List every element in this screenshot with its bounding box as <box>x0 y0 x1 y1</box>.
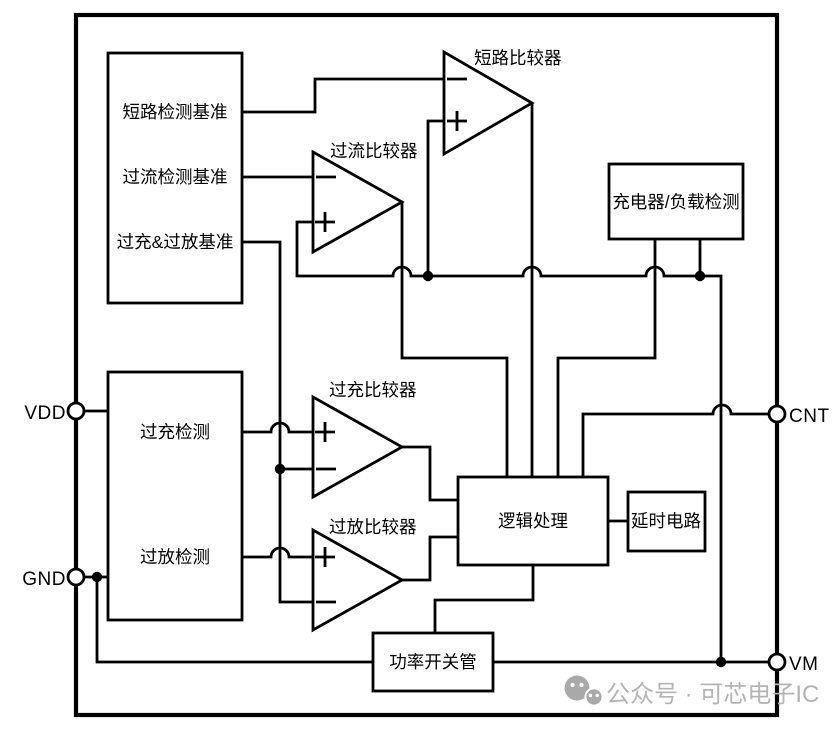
wechat-eye <box>579 682 584 688</box>
overcharge-comparator-label: 过充比较器 <box>329 380 417 400</box>
overcurrent-comparator-symbol <box>311 149 405 255</box>
reference-short-circuit-label: 短路检测基准 <box>123 102 228 122</box>
gnd-pin <box>66 567 86 587</box>
wechat-bubble-small <box>584 687 604 707</box>
overcurrent-comparator-label: 过流比较器 <box>330 141 418 161</box>
plus-input-symbol <box>315 422 335 442</box>
reference-block-box <box>106 51 244 305</box>
wire-gnd-to-power-switch <box>95 577 373 664</box>
wire-chargedetect-to-plus <box>242 421 313 434</box>
plus-input-symbol <box>315 547 335 567</box>
detection-block: 过充检测 过放检测 <box>106 370 244 622</box>
gnd-pin-label: GND <box>22 569 66 590</box>
junction-bus-charger <box>694 270 706 282</box>
delay-label: 延时电路 <box>631 511 701 531</box>
junction-vm <box>715 656 727 668</box>
wire-overcurrent-output-to-logic <box>400 202 509 477</box>
plus-input-symbol <box>315 212 335 232</box>
overcharge-comparator: 过充比较器 <box>311 380 417 500</box>
wire-overcharge-output-to-logic <box>402 445 458 502</box>
watermark: 公众号 · 可芯电子IC <box>564 675 819 708</box>
power-switch-box <box>371 631 495 693</box>
wire-cnt-to-logic <box>581 403 777 477</box>
cnt-pin <box>767 404 787 424</box>
wire-dischargedetect-to-plus <box>242 546 313 559</box>
overdischarge-comparator: 过放比较器 <box>311 517 417 633</box>
delay-block: 延时电路 <box>626 490 707 553</box>
wechat-eye <box>570 682 575 688</box>
short-circuit-comparator: 短路比较器 <box>442 48 562 157</box>
overdischarge-comparator-label: 过放比较器 <box>329 517 417 537</box>
ic-boundary <box>73 12 780 718</box>
watermark-text: 公众号 · 可芯电子IC <box>606 681 819 708</box>
overcharge-comparator-symbol <box>311 394 405 500</box>
wechat-bubble-large <box>564 675 590 701</box>
wechat-eye <box>588 693 593 698</box>
overcurrent-comparator: 过流比较器 <box>311 141 418 255</box>
overdischarge-detect-label: 过放检测 <box>140 547 210 567</box>
detection-block-box <box>106 370 244 622</box>
pins: VDD GND CNT VM <box>22 401 830 675</box>
vdd-pin-label: VDD <box>24 403 66 424</box>
vdd-pin <box>66 401 86 421</box>
power-switch-label: 功率开关管 <box>389 652 477 672</box>
power-switch-block: 功率开关管 <box>371 631 495 693</box>
delay-box <box>626 490 707 553</box>
overdischarge-comparator-symbol <box>311 527 405 633</box>
short-circuit-comparator-symbol <box>442 49 535 157</box>
logic-box <box>456 475 610 567</box>
charger-load-label: 充电器/负载检测 <box>612 192 739 212</box>
junction-ref-overcharge <box>274 463 286 475</box>
cnt-pin-label: CNT <box>789 406 830 427</box>
charger-load-block: 充电器/负载检测 <box>607 162 745 241</box>
reference-charge-discharge-label: 过充&过放基准 <box>117 232 234 252</box>
charger-load-box <box>607 162 745 241</box>
wire-overdischarge-output-to-logic <box>402 535 458 582</box>
wires <box>76 77 777 664</box>
reference-block: 短路检测基准 过流检测基准 过充&过放基准 <box>106 51 244 305</box>
wechat-icon <box>564 675 604 707</box>
vm-pin-label: VM <box>789 654 819 675</box>
logic-block: 逻辑处理 <box>456 475 610 567</box>
wire-logic-to-power-switch <box>433 565 535 633</box>
wire-bus-to-short-plus <box>426 119 444 276</box>
short-circuit-comparator-label: 短路比较器 <box>474 48 562 68</box>
wire-shortref-to-comparator <box>242 77 444 114</box>
overcharge-detect-label: 过充检测 <box>140 422 210 442</box>
logic-label: 逻辑处理 <box>498 511 568 531</box>
junction-gnd <box>91 571 103 583</box>
wechat-eye <box>595 693 599 698</box>
vm-pin <box>767 652 787 672</box>
junction-bus-short-plus <box>422 270 434 282</box>
reference-overcurrent-label: 过流检测基准 <box>123 167 228 187</box>
wire-chargerdetect-to-logic <box>556 239 657 477</box>
plus-input-symbol <box>447 111 467 131</box>
junction-dots <box>91 270 727 668</box>
